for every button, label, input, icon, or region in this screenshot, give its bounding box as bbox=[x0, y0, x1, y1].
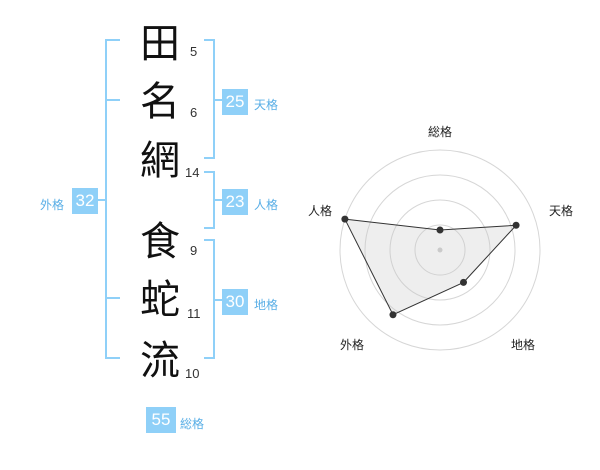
gaikaku-label: 外格 bbox=[40, 198, 65, 212]
jinkaku-label: 人格 bbox=[254, 198, 279, 212]
tenkaku-badge: 25 bbox=[222, 89, 248, 115]
radar-axis-label-4: 外格 bbox=[340, 338, 365, 352]
stroke-count-2: 6 bbox=[190, 105, 198, 120]
radar-point-4 bbox=[389, 311, 397, 319]
soukaku-badge: 55 bbox=[146, 407, 176, 433]
radar-axis-label-5: 人格 bbox=[308, 204, 333, 218]
name-char-6: 流 bbox=[140, 338, 180, 384]
soukaku-label: 総格 bbox=[180, 417, 205, 431]
radar-ring-2 bbox=[389, 199, 491, 301]
stroke-count-5: 11 bbox=[187, 306, 201, 321]
name-char-5: 蛇 bbox=[140, 277, 180, 323]
radar-point-1 bbox=[436, 226, 444, 234]
chikaku-badge: 30 bbox=[222, 289, 248, 315]
name-char-4: 食 bbox=[140, 219, 180, 265]
radar-axis-label-1: 総格 bbox=[428, 125, 453, 139]
name-char-2: 名 bbox=[140, 79, 180, 125]
chikaku-label: 地格 bbox=[254, 298, 279, 312]
stroke-count-3: 14 bbox=[185, 165, 200, 180]
stroke-count-4: 9 bbox=[190, 243, 198, 258]
radar-axis-label-2: 天格 bbox=[549, 204, 574, 218]
radar-point-3 bbox=[460, 278, 468, 286]
radar-axis-label-3: 地格 bbox=[511, 338, 536, 352]
radar-center-dot bbox=[437, 247, 443, 253]
name-char-3: 網 bbox=[140, 138, 180, 184]
stroke-count-6: 10 bbox=[185, 366, 200, 381]
radar-point-2 bbox=[512, 221, 520, 229]
name-char-1: 田 bbox=[140, 21, 180, 67]
stroke-count-1: 5 bbox=[190, 44, 198, 59]
radar-polygon bbox=[344, 218, 518, 316]
radar-ring-1 bbox=[414, 224, 466, 276]
tenkaku-label: 天格 bbox=[254, 98, 279, 112]
gaikaku-badge: 32 bbox=[72, 188, 98, 214]
radar-point-5 bbox=[341, 215, 349, 223]
radar-ring-3 bbox=[364, 174, 516, 326]
radar-ring-4 bbox=[339, 149, 541, 351]
jinkaku-badge: 23 bbox=[222, 189, 248, 215]
